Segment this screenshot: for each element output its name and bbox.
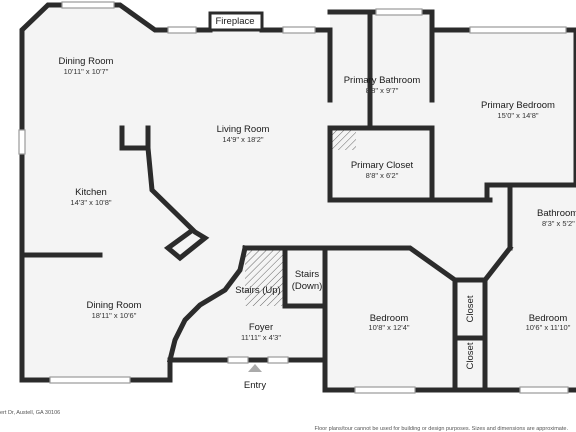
bedroom-right-name: Bedroom xyxy=(529,313,568,324)
primary-closet-name: Primary Closet xyxy=(351,160,414,171)
room-labels: Dining Room 10'11" x 10'7" Living Room 1… xyxy=(59,16,576,391)
stairs-down-label-1: Stairs xyxy=(295,269,320,280)
primary-bedroom-dims: 15'0" x 14'8" xyxy=(497,111,538,120)
kitchen-name: Kitchen xyxy=(75,187,107,198)
windows xyxy=(18,1,569,394)
floor-area xyxy=(22,5,576,390)
bedroom-middle-name: Bedroom xyxy=(370,313,409,324)
entry-arrow xyxy=(248,364,262,372)
primary-bathroom-dims: 8'8" x 9'7" xyxy=(366,86,399,95)
bedroom-middle-dims: 10'8" x 12'4" xyxy=(368,323,409,332)
stairs-up-hatch xyxy=(245,248,285,306)
address-footer: ert Dr, Austell, GA 30106 xyxy=(0,410,61,416)
interior-walls xyxy=(19,9,576,393)
closet-hatch xyxy=(330,130,356,150)
living-room-dims: 14'9" x 18'2" xyxy=(222,135,263,144)
foyer-name: Foyer xyxy=(249,322,273,333)
dining-room-top-name: Dining Room xyxy=(59,56,114,67)
bathroom-dims: 8'3" x 5'2" xyxy=(542,219,575,228)
foyer-dims: 11'11" x 4'3" xyxy=(241,333,281,342)
dining-room-bottom-name: Dining Room xyxy=(87,300,142,311)
dining-room-top-dims: 10'11" x 10'7" xyxy=(64,67,109,76)
living-room-name: Living Room xyxy=(217,124,270,135)
primary-bedroom-name: Primary Bedroom xyxy=(481,100,555,111)
primary-bathroom-name: Primary Bathroom xyxy=(344,75,421,86)
fireplace-label: Fireplace xyxy=(215,16,254,27)
closet-upper-label: Closet xyxy=(465,295,476,322)
primary-closet-dims: 8'8" x 6'2" xyxy=(366,171,399,180)
entry-label: Entry xyxy=(244,380,266,391)
bedroom-right-dims: 10'6" x 11'10" xyxy=(526,323,571,332)
bathroom-name: Bathroom xyxy=(537,208,576,219)
kitchen-dims: 14'3" x 10'8" xyxy=(70,198,111,207)
stairs-up-label: Stairs (Up) xyxy=(235,285,280,296)
closet-lower-label: Closet xyxy=(465,342,476,369)
fireplace xyxy=(208,11,264,32)
disclaimer-footer: Floor plans/tour cannot be used for buil… xyxy=(314,426,568,432)
dining-room-bottom-dims: 18'11" x 10'6" xyxy=(92,311,137,320)
stairs-down-label-2: (Down) xyxy=(292,281,323,292)
